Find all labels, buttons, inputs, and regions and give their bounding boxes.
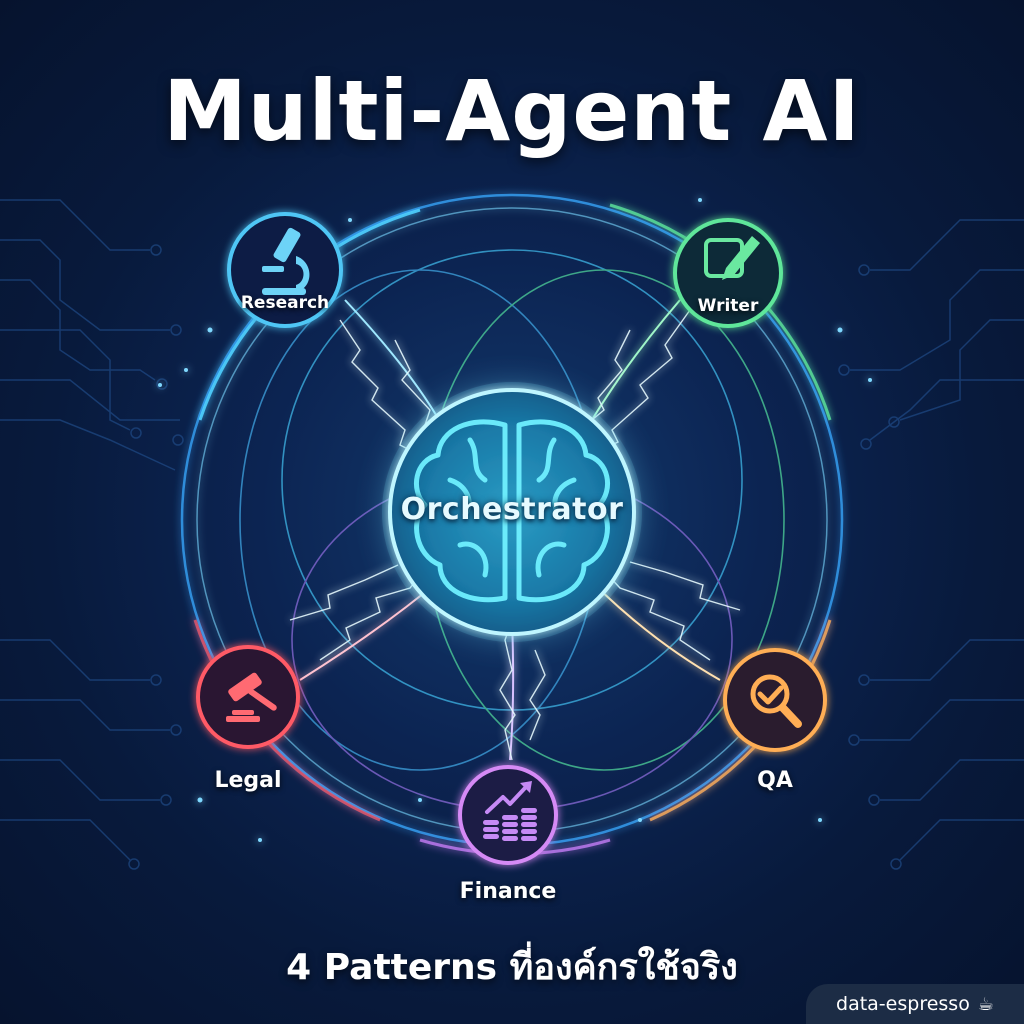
agent-node-writer[interactable] bbox=[673, 218, 783, 328]
edit-pencil-icon bbox=[704, 236, 760, 280]
agent-node-legal[interactable] bbox=[196, 645, 300, 749]
agent-label-finance: Finance bbox=[459, 879, 557, 904]
sparkle-particles bbox=[158, 198, 872, 842]
agent-node-finance[interactable] bbox=[458, 765, 558, 865]
agent-node-research[interactable] bbox=[227, 212, 343, 328]
subtitle: 4 Patterns ที่องค์กรใช้จริง bbox=[286, 947, 738, 988]
lightning-effects bbox=[289, 309, 741, 761]
brand-badge: data-espresso ☕ bbox=[806, 984, 1024, 1024]
page-title: Multi-Agent AI bbox=[163, 62, 861, 160]
agent-label-legal: Legal bbox=[214, 768, 282, 793]
circuit-pattern-left bbox=[0, 199, 184, 870]
orchestrator-node[interactable] bbox=[382, 382, 642, 642]
agent-label-qa: QA bbox=[757, 768, 793, 793]
gavel-icon bbox=[226, 672, 277, 722]
brain-icon bbox=[414, 419, 610, 603]
agent-label-research: Research bbox=[240, 293, 330, 313]
coffee-cup-icon: ☕ bbox=[977, 993, 994, 1015]
agent-label-writer: Writer bbox=[697, 296, 759, 316]
circuit-pattern-right bbox=[838, 219, 1024, 870]
agent-node-qa[interactable] bbox=[723, 648, 827, 752]
microscope-icon bbox=[262, 227, 310, 295]
coins-growth-icon bbox=[483, 781, 537, 841]
orchestrator-label: Orchestrator bbox=[400, 492, 624, 527]
magnifier-check-icon bbox=[750, 674, 802, 728]
brand-label: data-espresso bbox=[836, 993, 970, 1015]
